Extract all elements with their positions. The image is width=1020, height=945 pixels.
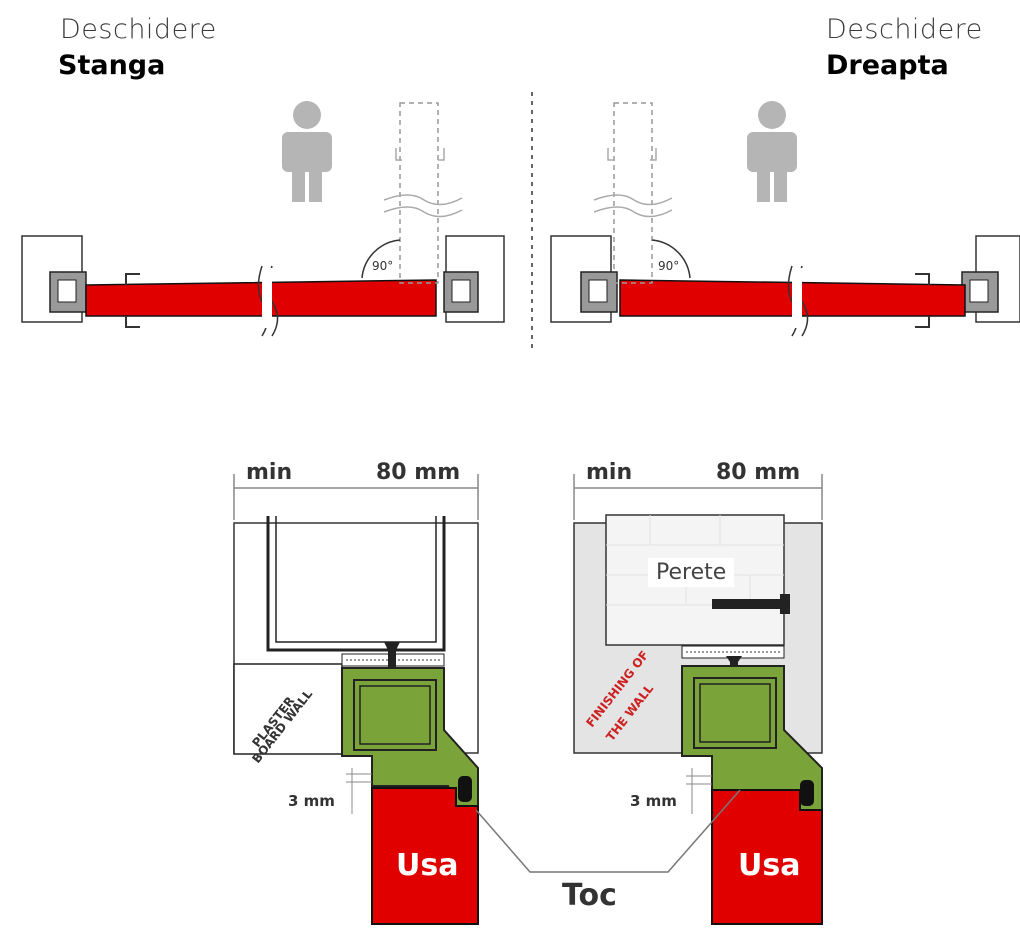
- door-open-outline: [399, 102, 439, 284]
- door-label: Usa: [396, 848, 459, 883]
- door-break-bottom: [383, 206, 463, 218]
- gasket: [458, 776, 472, 802]
- steel-channel-inner: [275, 516, 437, 643]
- dimension-value-label: 80 mm: [716, 460, 801, 485]
- frame-right-inner: [451, 279, 471, 303]
- person-icon: [282, 101, 332, 202]
- anchor-head: [780, 594, 790, 614]
- door-break-bottom-2: [593, 206, 673, 218]
- frame-chamber-2: [693, 677, 777, 749]
- frame-left-inner: [57, 279, 77, 303]
- left-opening-title: Deschidere: [60, 14, 217, 45]
- frame-chamber-inner: [359, 685, 431, 745]
- frame-left-inner-2: [588, 279, 608, 303]
- dimension-min-label: min: [586, 460, 633, 485]
- frame-label: Toc: [562, 878, 617, 913]
- plasterboard: [233, 663, 343, 755]
- door-break-top: [383, 194, 463, 206]
- angle-arc: [361, 239, 401, 279]
- right-opening-title: Deschidere: [826, 14, 983, 45]
- door-label: Usa: [738, 848, 801, 883]
- angle-arc-2: [651, 239, 691, 279]
- handle-bracket: [125, 273, 140, 328]
- right-opening-plan: [550, 101, 1020, 337]
- right-opening-side: Dreapta: [826, 50, 949, 81]
- door-open-handle-2: [607, 148, 657, 161]
- angle-label: 90°: [658, 259, 679, 273]
- angle-label: 90°: [372, 259, 393, 273]
- steel-channel: [266, 516, 446, 652]
- dimension-value-label: 80 mm: [376, 460, 461, 485]
- gasket-2: [800, 780, 814, 806]
- frame-chamber-inner-2: [699, 683, 771, 743]
- anchor-bolt: [712, 599, 782, 609]
- frame-chamber: [353, 679, 437, 751]
- person-icon: [747, 101, 797, 202]
- plasterboard-section: [233, 474, 479, 925]
- frame-leader-line: [475, 789, 741, 873]
- door-leaf-section-2: [711, 789, 823, 925]
- gap-label: 3 mm: [630, 792, 677, 810]
- left-opening-plan: [21, 101, 505, 337]
- left-opening-side: Stanga: [58, 50, 166, 81]
- frame-right-inner-2: [969, 279, 989, 303]
- door-open-outline-2: [613, 102, 653, 284]
- break-gap: [262, 268, 272, 328]
- wall-label: Perete: [648, 558, 735, 587]
- door-break-top-2: [593, 194, 673, 206]
- gap-label: 3 mm: [288, 792, 335, 810]
- break-gap-2: [792, 268, 802, 328]
- door-leaf-section: [371, 787, 479, 925]
- door-open-handle: [395, 148, 445, 161]
- handle-bracket-2: [915, 273, 930, 328]
- dimension-min-label: min: [246, 460, 293, 485]
